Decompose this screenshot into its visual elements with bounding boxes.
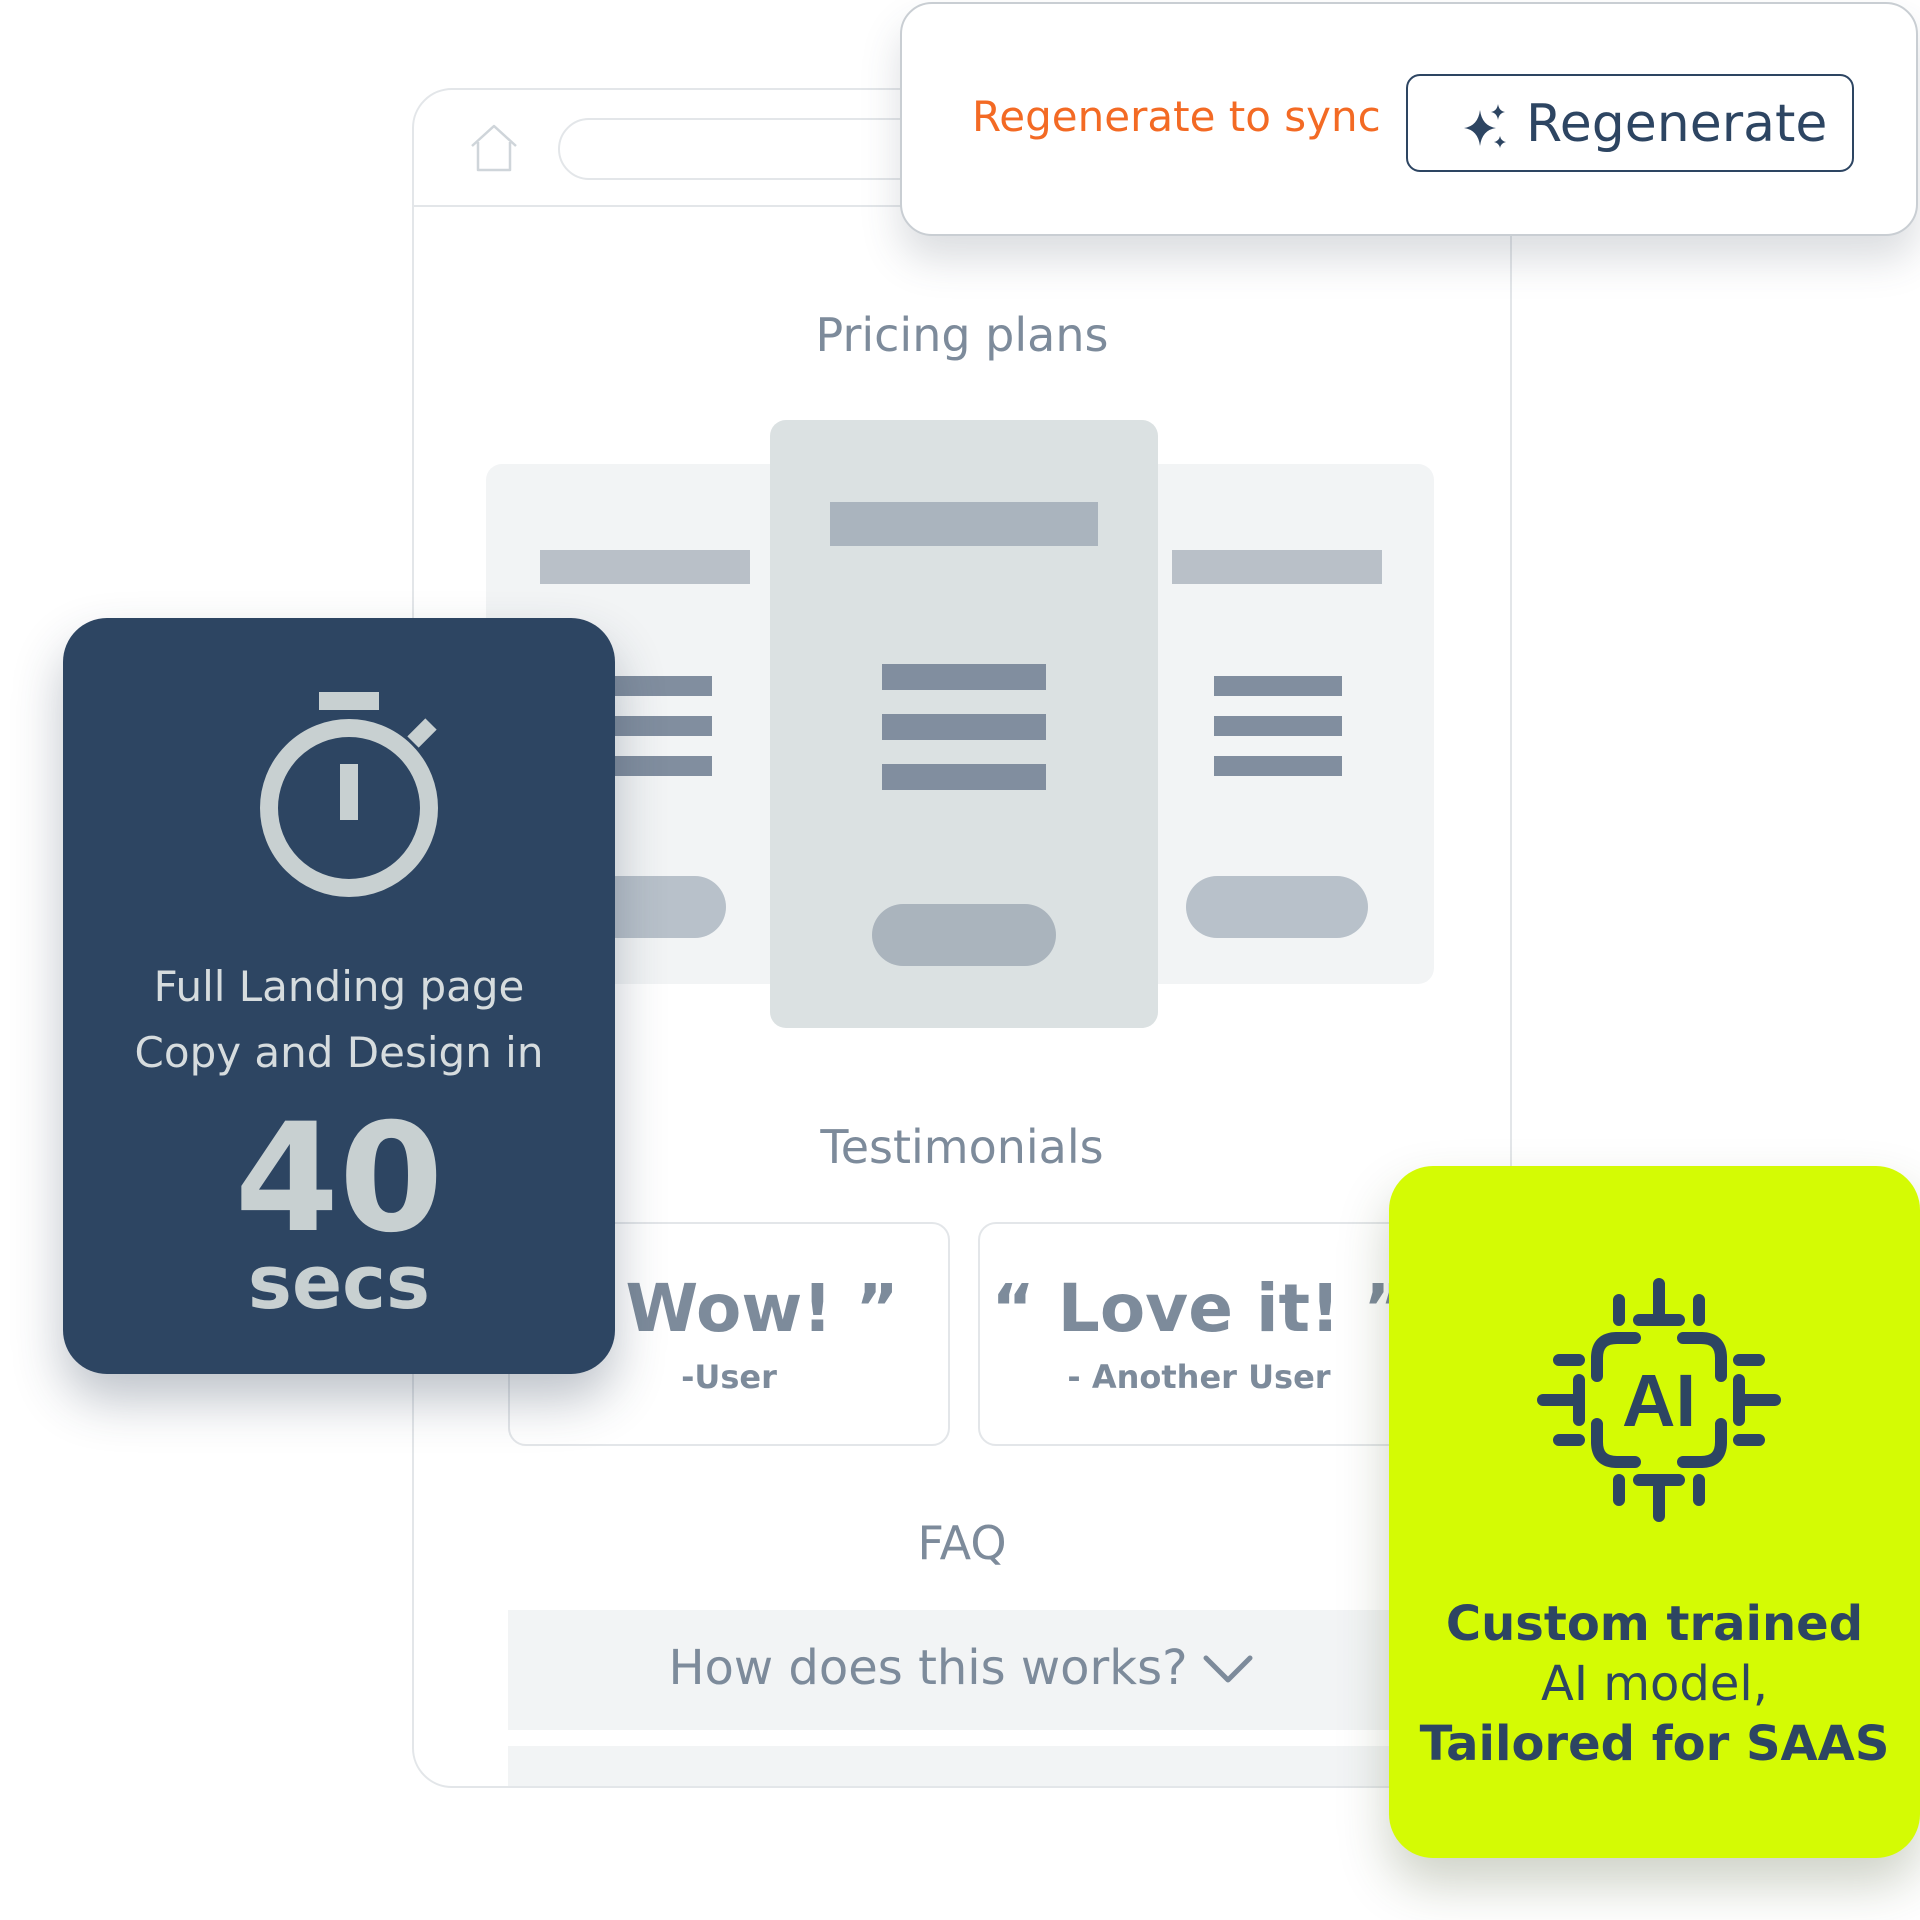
ai-feature-line2: AI model, <box>1541 1656 1768 1712</box>
feature-line <box>1214 756 1342 776</box>
ai-chip-label: AI <box>1622 1359 1696 1442</box>
plan-title-placeholder <box>540 550 750 584</box>
pricing-card-right[interactable] <box>1134 464 1434 984</box>
ai-chip-icon: AI <box>1537 1278 1781 1522</box>
speed-feature-card: Full Landing page Copy and Design in 40 … <box>63 618 615 1374</box>
testimonial-author: -User <box>681 1358 777 1396</box>
feature-line <box>882 764 1046 790</box>
feature-line <box>882 664 1046 690</box>
ai-feature-line3: Tailored for SAAS <box>1419 1716 1890 1772</box>
plan-button-placeholder[interactable] <box>1186 876 1368 938</box>
plan-button-placeholder[interactable] <box>872 904 1056 966</box>
faq-item[interactable] <box>508 1746 1468 1786</box>
faq-question: How does this works? <box>668 1640 1188 1696</box>
feature-line <box>612 676 712 696</box>
regenerate-button-label: Regenerate <box>1526 94 1828 154</box>
ai-feature-card: AI Custom trained AI model, Tailored for… <box>1389 1166 1920 1858</box>
plan-title-placeholder <box>830 502 1098 546</box>
testimonial-card-2: “ Love it! ” - Another User <box>978 1222 1420 1446</box>
feature-line <box>882 714 1046 740</box>
speed-feature-line2: Copy and Design in <box>134 1028 544 1077</box>
testimonial-author: - Another User <box>1067 1358 1331 1396</box>
ai-feature-line1: Custom trained <box>1445 1596 1864 1652</box>
pricing-title: Pricing plans <box>815 308 1109 362</box>
regenerate-button[interactable]: Regenerate <box>1406 74 1854 172</box>
sparkle-icon <box>1464 104 1506 148</box>
testimonial-quote: “ Wow! ” <box>559 1270 899 1347</box>
testimonials-title: Testimonials <box>820 1120 1104 1174</box>
home-icon[interactable] <box>466 120 522 176</box>
speed-number: 40 <box>234 1092 444 1266</box>
regenerate-popup: Regenerate to sync Regenerate <box>900 2 1918 236</box>
feature-line <box>612 716 712 736</box>
speed-unit: secs <box>247 1240 431 1326</box>
speed-feature-line1: Full Landing page <box>153 962 525 1011</box>
stopwatch-icon <box>260 692 438 897</box>
chevron-down-icon[interactable] <box>1202 1652 1254 1688</box>
feature-line <box>612 756 712 776</box>
feature-line <box>1214 716 1342 736</box>
testimonial-quote: “ Love it! ” <box>991 1270 1407 1347</box>
faq-title: FAQ <box>917 1516 1007 1570</box>
sync-status-text: Regenerate to sync <box>972 92 1381 141</box>
pricing-card-featured[interactable] <box>770 420 1158 1028</box>
feature-line <box>1214 676 1342 696</box>
plan-title-placeholder <box>1172 550 1382 584</box>
faq-item[interactable]: How does this works? <box>508 1610 1468 1730</box>
